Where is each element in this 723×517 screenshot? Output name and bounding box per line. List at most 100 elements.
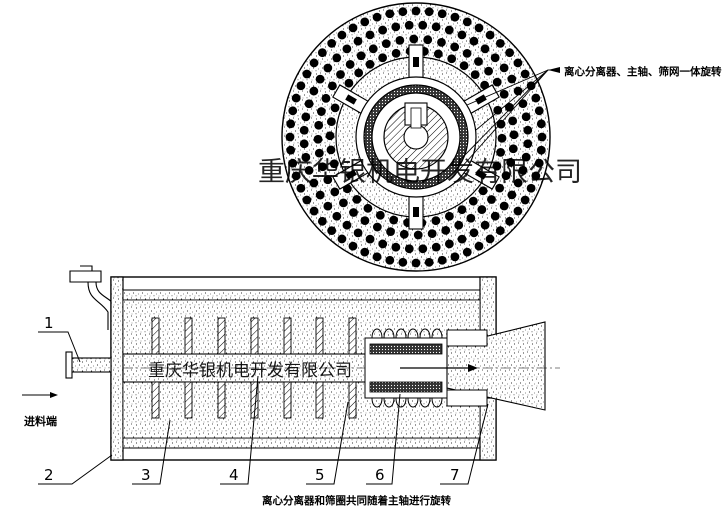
outer-hole <box>314 148 324 158</box>
outer-hole <box>492 161 502 171</box>
blade-slot <box>413 57 419 67</box>
outer-hole <box>513 86 523 96</box>
outer-hole <box>317 48 327 58</box>
outer-hole <box>444 239 454 249</box>
separator-bar-bottom <box>217 381 226 419</box>
outer-hole <box>365 234 375 244</box>
outer-hole <box>345 60 355 69</box>
left-end-flange <box>110 276 124 461</box>
outer-hole <box>437 255 447 265</box>
outer-hole <box>398 7 408 17</box>
part-number-4: 4 <box>229 466 239 484</box>
outer-hole <box>323 201 333 211</box>
coil-bottom <box>431 397 443 408</box>
outer-hole <box>506 158 516 167</box>
outer-hole <box>395 35 405 45</box>
outer-hole <box>537 132 547 142</box>
coil-top <box>419 328 431 339</box>
outer-hole <box>399 229 409 239</box>
separator-blade <box>408 44 424 80</box>
outer-hole <box>342 220 352 230</box>
outer-hole <box>299 139 309 149</box>
outer-hole <box>487 195 496 204</box>
outer-hole <box>526 81 536 91</box>
outer-hole <box>437 37 446 47</box>
outer-hole <box>457 205 467 215</box>
outer-hole <box>326 145 336 155</box>
housing-top-wall <box>122 289 497 301</box>
outer-hole <box>342 44 352 54</box>
outer-hole <box>318 162 328 172</box>
cross-section-view: 离心分离器、主轴、筛网一体旋转 重庆华银机电开发有限公司 <box>258 2 722 272</box>
screen-coils <box>371 328 443 408</box>
outer-hole <box>423 35 433 45</box>
separator-bar-top <box>283 317 292 355</box>
outer-hole <box>349 208 358 217</box>
inlet-pipe <box>69 357 112 373</box>
rotation-annotation: 离心分离器、主轴、筛网一体旋转 <box>564 65 722 78</box>
blade-slot <box>475 94 487 105</box>
outer-hole <box>386 227 395 237</box>
outer-hole <box>478 186 488 196</box>
outer-hole <box>326 117 336 127</box>
outer-hole <box>536 119 546 129</box>
outer-hole <box>327 226 337 236</box>
outer-hole <box>470 70 480 79</box>
coil-bottom <box>383 397 395 408</box>
outer-hole <box>385 255 395 265</box>
outer-hole <box>457 234 467 244</box>
outer-hole <box>444 25 454 35</box>
separator-bar-top <box>184 317 193 355</box>
outer-hole <box>450 252 460 262</box>
outer-hole <box>496 147 506 157</box>
outer-hole <box>342 184 352 194</box>
separator-bars <box>151 317 357 419</box>
blade-slot <box>475 169 487 180</box>
separator-bar-top <box>217 317 226 355</box>
outer-hole <box>398 257 408 267</box>
separator-bar-top <box>315 317 324 355</box>
outer-hole <box>437 9 447 19</box>
outer-hole <box>474 241 484 251</box>
outer-hole <box>490 211 500 221</box>
outer-hole <box>431 22 441 32</box>
outer-hole <box>480 80 490 90</box>
outer-hole <box>513 58 523 68</box>
outer-hole <box>286 119 296 129</box>
outer-hole <box>474 23 484 33</box>
inlet-flange <box>65 351 73 379</box>
part-number-5: 5 <box>315 466 325 484</box>
outer-hole <box>427 229 437 239</box>
coil-bottom <box>419 397 431 408</box>
outer-hole <box>474 57 483 66</box>
blade-slot <box>413 207 419 217</box>
outer-hole <box>296 81 306 91</box>
outer-hole <box>496 119 506 129</box>
outer-hole <box>424 7 434 17</box>
outer-hole <box>325 131 335 141</box>
separator-bar-top <box>151 317 160 355</box>
outer-hole <box>468 196 478 206</box>
outer-hole <box>317 216 327 226</box>
outer-hole <box>323 63 333 73</box>
outer-hole <box>477 205 487 214</box>
outer-hole <box>450 42 460 52</box>
outer-hole <box>365 30 375 40</box>
separator-blade <box>408 194 424 230</box>
separator-bar-bottom <box>283 381 292 419</box>
outer-hole <box>327 38 337 48</box>
outer-hole <box>330 103 340 113</box>
feed-pipe-fitting <box>69 265 117 330</box>
outer-hole <box>363 203 373 213</box>
outer-hole <box>459 61 469 71</box>
leader-arrowhead <box>548 67 560 73</box>
outer-hole <box>418 20 428 30</box>
outer-hole <box>353 228 363 238</box>
outer-hole <box>441 225 451 235</box>
outer-hole <box>353 36 363 46</box>
outer-hole <box>520 69 530 79</box>
outer-hole <box>304 165 314 175</box>
outer-hole <box>523 139 533 149</box>
screen-ring-mesh-bottom <box>369 381 443 393</box>
outer-hole <box>531 93 541 103</box>
